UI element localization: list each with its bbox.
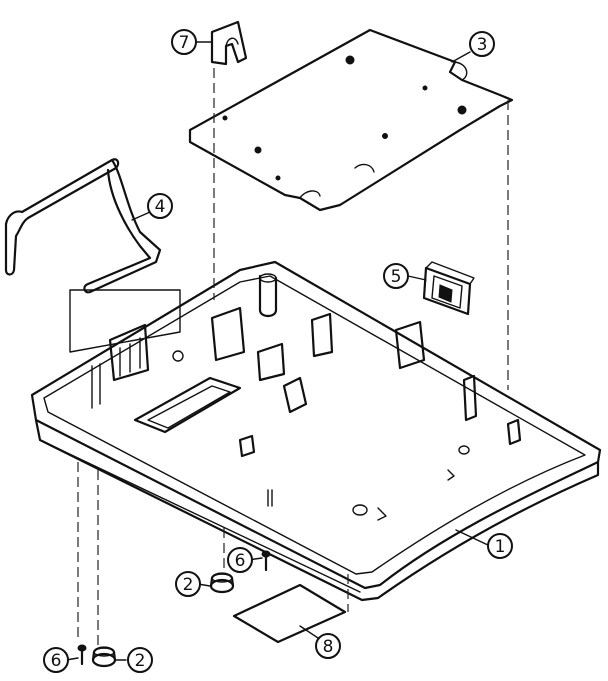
plate-hole <box>222 115 228 121</box>
callout-6-upper: 6 <box>227 547 253 573</box>
callout-3-label: 3 <box>477 35 488 55</box>
callout-8-label: 8 <box>323 637 334 657</box>
callout-2-label: 2 <box>135 651 146 671</box>
plate-hole <box>254 146 262 154</box>
callout-1: 1 <box>487 533 513 559</box>
leader-lines <box>65 41 491 661</box>
plate-hole <box>422 85 428 91</box>
part-6-screw-upper <box>261 550 271 572</box>
part-2-foot-lower <box>91 646 117 668</box>
callout-2-upper: 2 <box>175 571 201 597</box>
part-3-cover-plate <box>188 28 514 212</box>
callout-6-lower: 6 <box>43 647 69 673</box>
plate-hole <box>457 105 467 115</box>
callout-2-lower: 2 <box>127 647 153 673</box>
callout-5: 5 <box>383 263 409 289</box>
plate-hole <box>275 175 281 181</box>
part-7-clip <box>210 20 248 66</box>
callout-7-label: 7 <box>179 33 190 53</box>
callout-6-label: 6 <box>235 551 246 571</box>
part-2-foot-upper <box>209 572 235 594</box>
assembly-guide-lines <box>69 68 509 646</box>
part-1-main-case <box>30 260 602 602</box>
callout-6-label: 6 <box>51 651 62 671</box>
callout-4-label: 4 <box>155 197 166 217</box>
callout-5-label: 5 <box>391 267 402 287</box>
callout-1-label: 1 <box>495 537 506 557</box>
part-6-screw-lower <box>77 644 87 666</box>
callout-7: 7 <box>171 29 197 55</box>
part-8-sheet <box>232 583 347 644</box>
part-5-switch <box>422 261 475 316</box>
callout-4: 4 <box>147 193 173 219</box>
plate-hole <box>382 133 388 139</box>
callout-2-label: 2 <box>183 575 194 595</box>
part-4-wire-stand <box>4 158 162 294</box>
callout-3: 3 <box>469 31 495 57</box>
callout-8: 8 <box>315 633 341 659</box>
plate-hole <box>345 55 355 65</box>
